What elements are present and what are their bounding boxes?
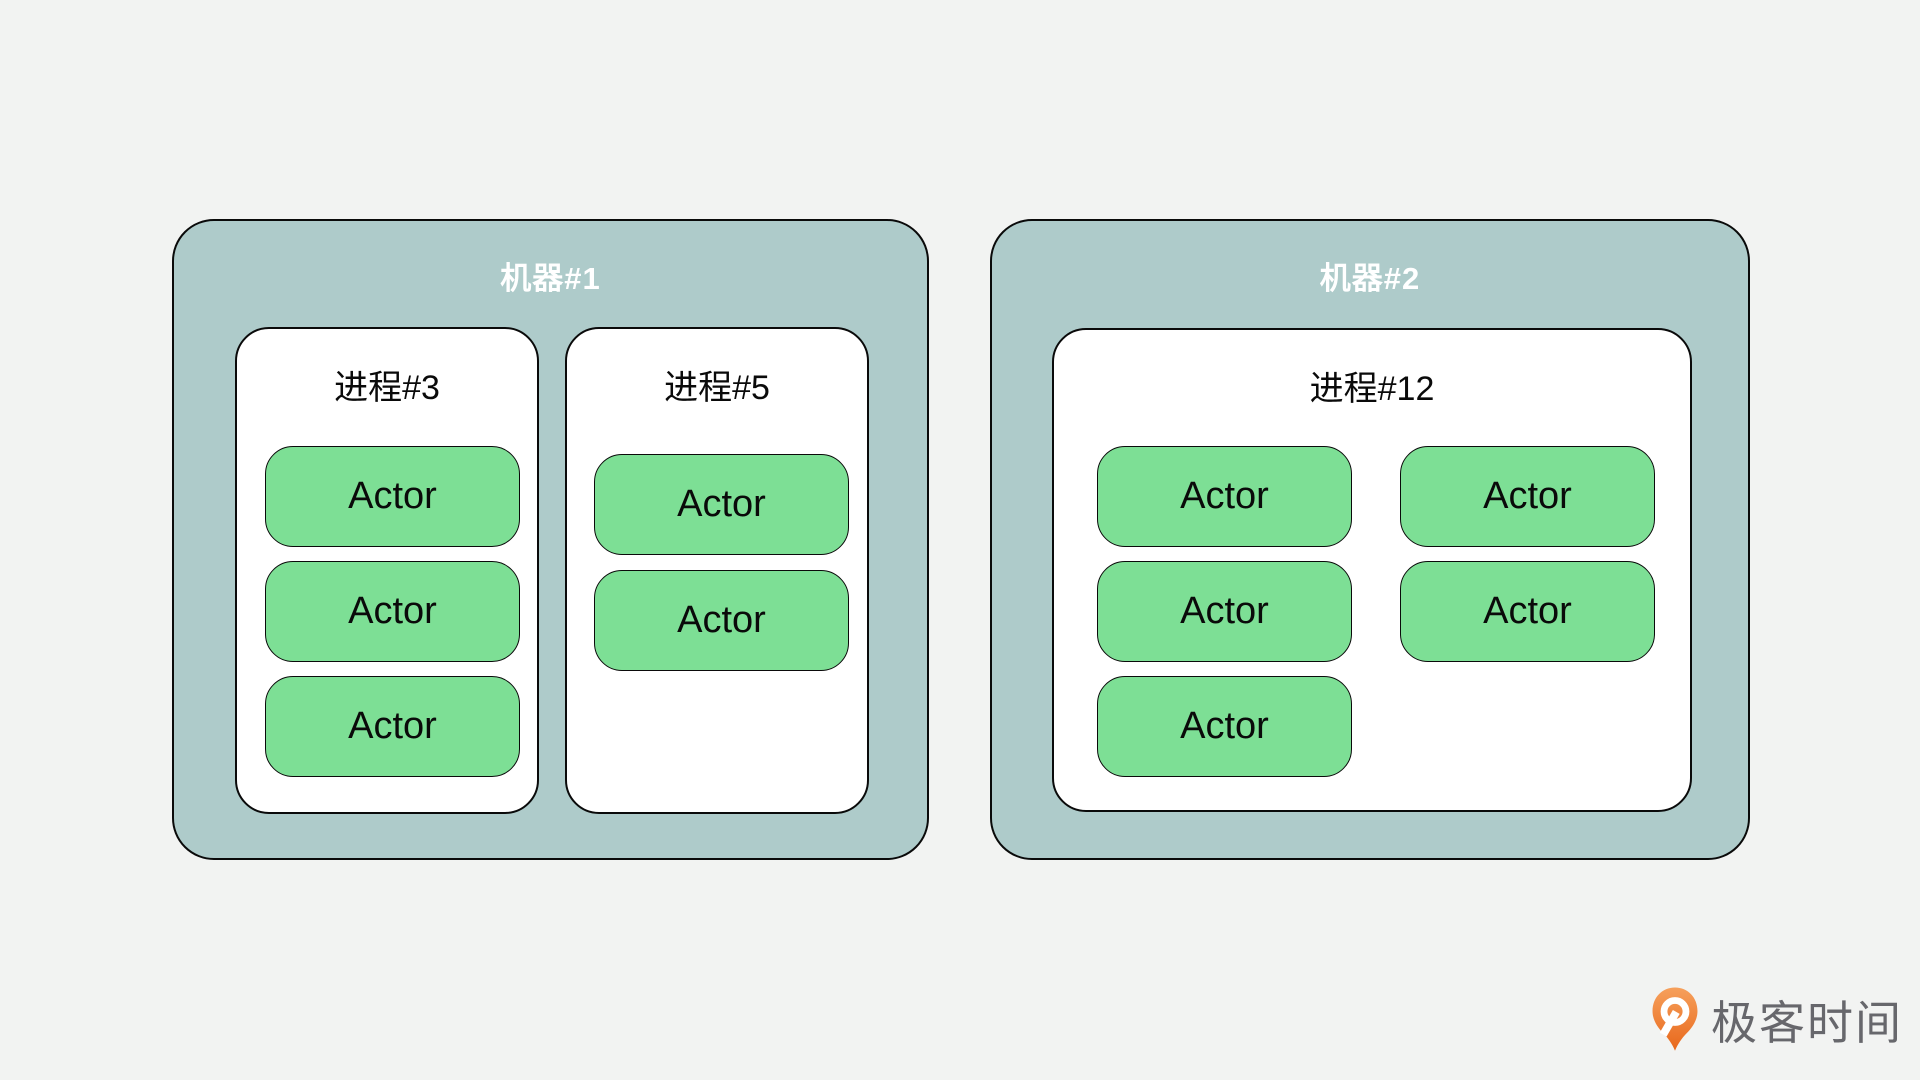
process-5-title: 进程#5	[664, 369, 770, 407]
actor-box: Actor	[1097, 446, 1352, 547]
actor-box: Actor	[594, 570, 849, 671]
process-12-title: 进程#12	[1309, 370, 1435, 408]
machine-2-title: 机器#2	[1319, 261, 1421, 296]
actor-box: Actor	[594, 454, 849, 555]
process-12-box: 进程#12 Actor Actor Actor Actor Actor	[1052, 328, 1692, 812]
machine-1-box: 机器#1 进程#3 Actor Actor Actor 进程#5 Actor A…	[172, 219, 929, 860]
actor-box: Actor	[1097, 561, 1352, 662]
geektime-pin-icon	[1652, 986, 1698, 1060]
process-3-title: 进程#3	[334, 369, 440, 407]
geektime-logo-text: 极客时间	[1711, 997, 1903, 1049]
actor-box: Actor	[1400, 561, 1655, 662]
actor-box: Actor	[265, 676, 520, 777]
process-3-box: 进程#3 Actor Actor Actor	[235, 327, 539, 814]
actor-box: Actor	[1097, 676, 1352, 777]
actor-box: Actor	[265, 446, 520, 547]
process-5-box: 进程#5 Actor Actor	[565, 327, 869, 814]
machine-2-box: 机器#2 进程#12 Actor Actor Actor Actor Actor	[990, 219, 1750, 860]
machine-1-title: 机器#1	[500, 261, 601, 296]
actor-box: Actor	[265, 561, 520, 662]
geektime-logo: 极客时间	[1652, 986, 1903, 1060]
actor-box: Actor	[1400, 446, 1655, 547]
